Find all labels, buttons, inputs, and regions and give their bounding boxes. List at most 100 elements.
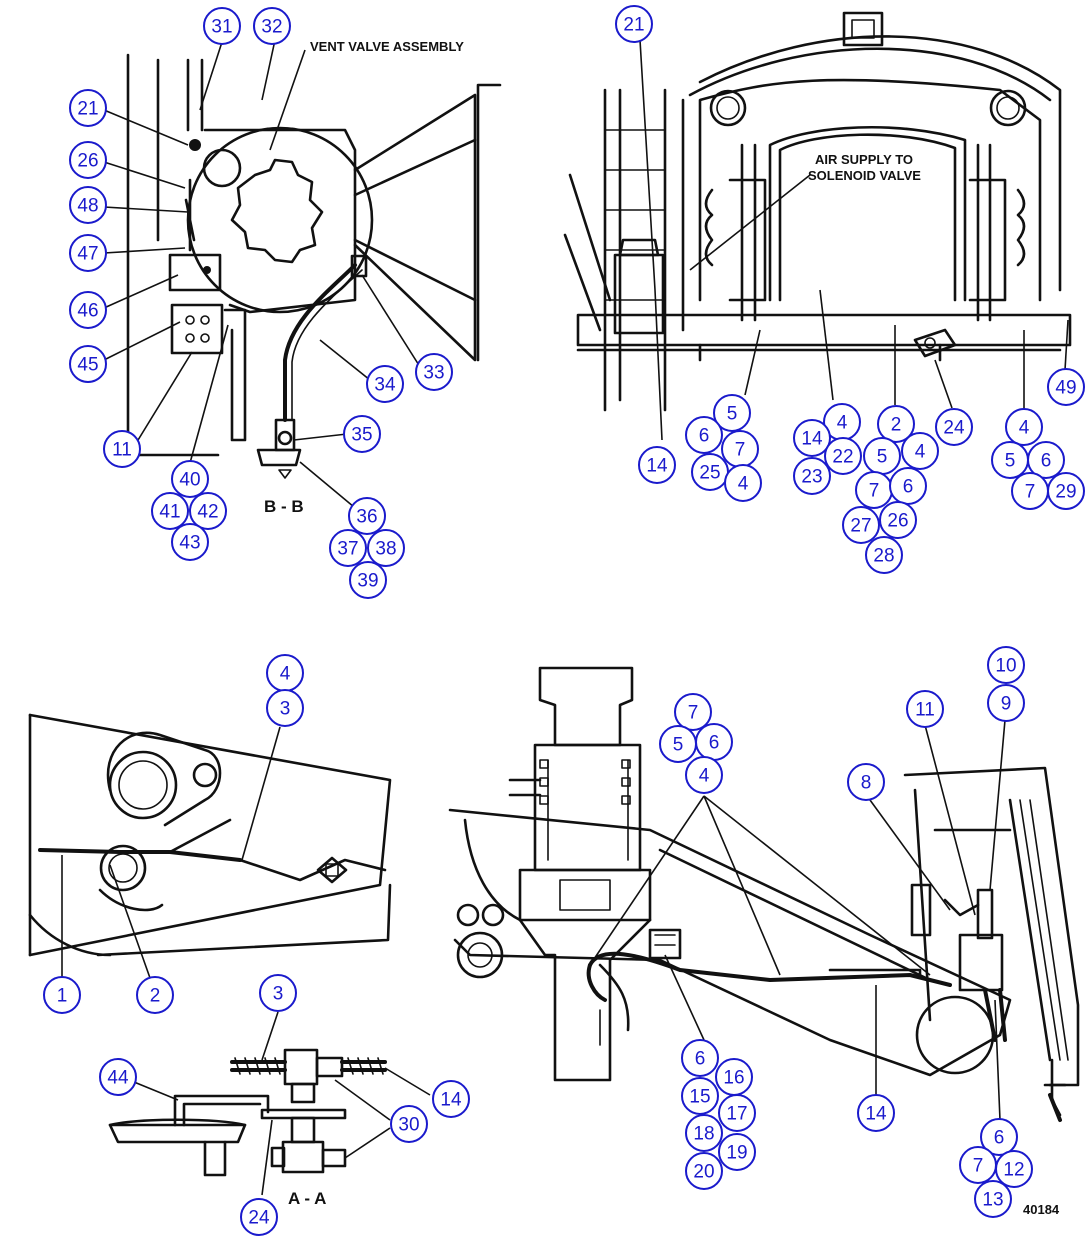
callout-4: 4 (823, 403, 861, 441)
callout-number: 4 (280, 664, 291, 685)
callout-number: 11 (915, 700, 935, 721)
callout-circle (69, 89, 107, 127)
callout-14: 14 (432, 1080, 470, 1118)
callout-40: 40 (171, 460, 209, 498)
callout-4: 4 (266, 654, 304, 692)
callout-29: 29 (1047, 472, 1085, 510)
callout-39: 39 (349, 561, 387, 599)
callout-number: 14 (646, 456, 668, 477)
callout-6: 6 (980, 1118, 1018, 1156)
callout-circle (842, 506, 880, 544)
callout-number: 7 (869, 481, 880, 502)
callout-20: 20 (685, 1152, 723, 1190)
callout-number: 43 (179, 533, 200, 554)
callout-number: 31 (211, 17, 232, 38)
callout-15: 15 (681, 1077, 719, 1115)
callout-21: 21 (69, 89, 107, 127)
callout-number: 2 (150, 986, 161, 1007)
callout-number: 16 (723, 1068, 744, 1089)
callout-circle (877, 405, 915, 443)
callout-circle (685, 416, 723, 454)
callout-41: 41 (151, 492, 189, 530)
callout-circle (189, 492, 227, 530)
callout-number: 5 (727, 404, 738, 425)
callout-23: 23 (793, 457, 831, 495)
callout-35: 35 (343, 415, 381, 453)
callout-number: 42 (197, 502, 218, 523)
callout-number: 4 (837, 413, 848, 434)
callout-circle (99, 1058, 137, 1096)
callout-number: 3 (280, 699, 291, 720)
callout-47: 47 (69, 234, 107, 272)
callout-circle (713, 394, 751, 432)
callout-circle (685, 1114, 723, 1152)
callout-1: 1 (43, 976, 81, 1014)
callout-6: 6 (681, 1039, 719, 1077)
callout-circle (390, 1105, 428, 1143)
callout-number: 44 (107, 1068, 129, 1089)
callout-number: 19 (726, 1143, 747, 1164)
callout-number: 21 (623, 15, 644, 36)
callout-circle (69, 291, 107, 329)
drawing-id: 40184 (1023, 1202, 1060, 1217)
callout-43: 43 (171, 523, 209, 561)
callout-number: 6 (903, 477, 914, 498)
callout-6: 6 (889, 467, 927, 505)
callout-number: 20 (693, 1162, 714, 1183)
callout-circle (1027, 441, 1065, 479)
callout-circle (615, 5, 653, 43)
callout-circle (987, 684, 1025, 722)
callout-number: 6 (695, 1049, 706, 1070)
callout-number: 21 (77, 99, 98, 120)
callout-circle (638, 446, 676, 484)
callout-24: 24 (240, 1198, 278, 1236)
callout-number: 22 (832, 447, 853, 468)
callout-28: 28 (865, 536, 903, 574)
callout-4: 4 (724, 464, 762, 502)
callout-number: 41 (159, 502, 180, 523)
callout-circle (793, 419, 831, 457)
callout-5: 5 (659, 725, 697, 763)
air-supply-label-line2: SOLENOID VALVE (808, 168, 921, 183)
callout-number: 47 (77, 244, 98, 265)
callout-circle (995, 1150, 1033, 1188)
callout-number: 4 (699, 766, 710, 787)
callout-circle (1047, 472, 1085, 510)
callout-circle (69, 234, 107, 272)
callout-26: 26 (879, 501, 917, 539)
callout-number: 35 (351, 425, 372, 446)
callout-circle (151, 492, 189, 530)
callout-17: 17 (718, 1094, 756, 1132)
callout-6: 6 (1027, 441, 1065, 479)
callout-number: 7 (1025, 482, 1036, 503)
callout-31: 31 (203, 7, 241, 45)
callout-2: 2 (136, 976, 174, 1014)
callout-number: 27 (850, 516, 871, 537)
callout-circle (857, 1094, 895, 1132)
air-supply-label-line1: AIR SUPPLY TO (815, 152, 913, 167)
callout-45: 45 (69, 345, 107, 383)
callout-circle (824, 437, 862, 475)
callout-number: 46 (77, 301, 98, 322)
callout-number: 6 (994, 1128, 1005, 1149)
callout-7: 7 (674, 693, 712, 731)
callout-circle (203, 7, 241, 45)
callout-number: 49 (1055, 378, 1076, 399)
callout-number: 45 (77, 355, 98, 376)
callout-circle (935, 408, 973, 446)
callout-circle (259, 974, 297, 1012)
callout-number: 8 (861, 773, 872, 794)
callout-8: 8 (847, 763, 885, 801)
callout-24: 24 (935, 408, 973, 446)
callout-circle (987, 646, 1025, 684)
callout-circle (724, 464, 762, 502)
callout-number: 48 (77, 196, 98, 217)
tank-air-supply-view: AIR SUPPLY TO SOLENOID VALVE (563, 11, 1072, 441)
callout-34: 34 (366, 365, 404, 403)
callout-6: 6 (695, 723, 733, 761)
callout-16: 16 (715, 1058, 753, 1096)
callout-number: 4 (915, 442, 926, 463)
callout-circle (43, 976, 81, 1014)
vent-valve-assembly-label: VENT VALVE ASSEMBLY (310, 39, 464, 54)
